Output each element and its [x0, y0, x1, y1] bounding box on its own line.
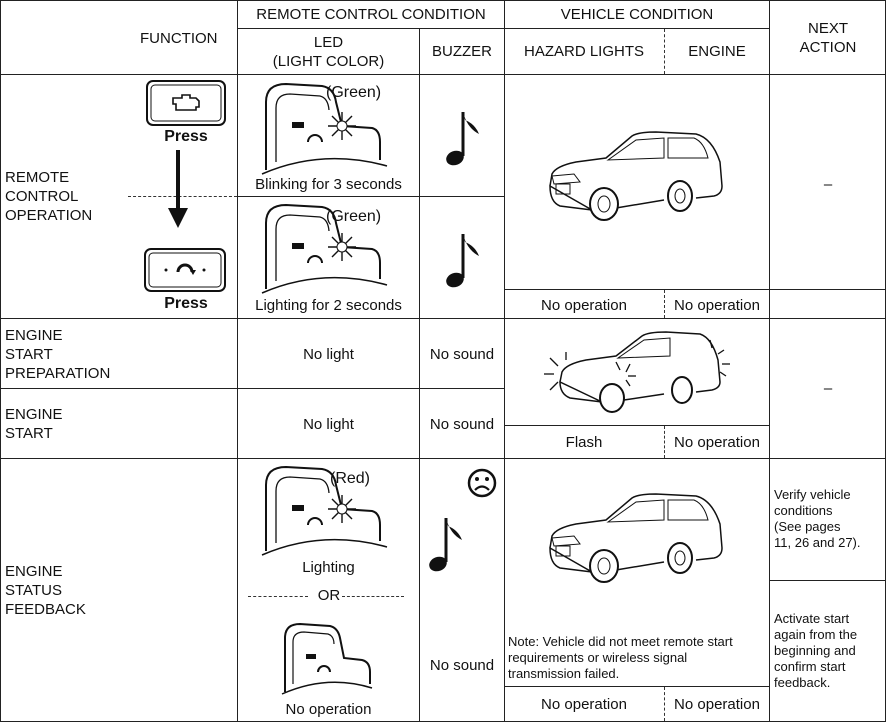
- header-next: NEXT: [807, 20, 848, 37]
- remote-fob-lighting-icon: [261, 203, 388, 294]
- feedback-note-line-2: requirements or wireless signal: [508, 650, 688, 665]
- or-dash-left: [248, 596, 308, 597]
- col-line-buzzer: [504, 0, 505, 722]
- col-line-function: [237, 0, 238, 722]
- start-hazard-engine-divider: [664, 426, 665, 458]
- press-label-1: Press: [164, 128, 208, 145]
- table-border-bottom: [0, 721, 886, 722]
- start-engine-value: No operation: [674, 434, 760, 451]
- led-lighting-text: Lighting for 2 seconds: [255, 297, 402, 314]
- start-hazard-value: Flash: [565, 434, 603, 451]
- remote-vehicle-divider: [504, 289, 886, 290]
- remote-function-divider: [128, 196, 237, 197]
- feedback-next-1-line-3: (See pages: [774, 519, 841, 534]
- header-action: ACTION: [799, 39, 857, 56]
- header-led-color: (LIGHT COLOR): [272, 53, 385, 70]
- car-icon: [549, 131, 723, 221]
- feedback-function-line-1: ENGINE: [5, 563, 63, 580]
- led-color-green-2: (Green): [326, 208, 382, 225]
- feedback-next-2-line-2: again from the: [774, 627, 858, 642]
- feedback-note-line-3: transmission failed.: [508, 666, 620, 681]
- arrow-down-icon: [168, 150, 188, 228]
- car-hazard-flash-icon: [544, 331, 730, 413]
- remote-hazard-engine-divider: [664, 290, 665, 318]
- remote-function-line-1: REMOTE: [5, 169, 70, 186]
- start-buzzer-value: No sound: [429, 416, 495, 433]
- sad-face-icon: [467, 468, 497, 498]
- prep-function-line-1: ENGINE: [5, 327, 63, 344]
- feedback-buzzer-no-sound: No sound: [429, 657, 495, 674]
- row-sep-1: [0, 318, 886, 319]
- led-blinking-text: Blinking for 3 seconds: [255, 176, 402, 193]
- remote-fob-off-icon: [281, 622, 373, 695]
- header-buzzer: BUZZER: [432, 43, 492, 60]
- header-led: LED: [313, 34, 344, 51]
- header-engine: ENGINE: [688, 43, 746, 60]
- engine-button-icon: [146, 80, 226, 126]
- remote-hazard-value: No operation: [541, 297, 627, 314]
- remote-function-line-2: CONTROL: [5, 188, 79, 205]
- feedback-next-1-line-2: conditions: [774, 503, 833, 518]
- music-note-icon: [446, 112, 479, 166]
- feedback-next-2-line-1: Activate start: [774, 611, 850, 626]
- feedback-function-line-2: STATUS: [5, 582, 62, 599]
- col-line-vehicle: [769, 0, 770, 722]
- table-border-left: [0, 0, 1, 722]
- header-subline: [237, 28, 770, 29]
- row-sep-2: [0, 388, 505, 389]
- feedback-hazard-engine-divider: [664, 687, 665, 721]
- prep-led-value: No light: [303, 346, 354, 363]
- feedback-next-2-line-5: feedback.: [774, 675, 831, 690]
- prep-buzzer-value: No sound: [429, 346, 495, 363]
- feedback-function-line-3: FEEDBACK: [5, 601, 86, 618]
- feedback-next-divider: [769, 580, 886, 581]
- feedback-note-line-1: Note: Vehicle did not meet remote start: [508, 634, 733, 649]
- feedback-led-lighting: Lighting: [302, 559, 355, 576]
- start-function-line-2: START: [5, 425, 53, 442]
- prep-function-line-3: PREPARATION: [5, 365, 111, 382]
- led-color-red: (Red): [330, 470, 371, 487]
- col-line-led: [419, 28, 420, 722]
- start-vehicle-divider: [504, 425, 770, 426]
- feedback-led-no-operation: No operation: [285, 701, 372, 718]
- remote-fob-blinking-icon: [261, 82, 388, 175]
- feedback-next-2-line-4: confirm start: [774, 659, 846, 674]
- start-next-action: –: [823, 380, 833, 397]
- start-button-icon: [144, 248, 226, 292]
- start-led-value: No light: [303, 416, 354, 433]
- feedback-vehicle-divider: [504, 686, 770, 687]
- music-note-icon: [446, 234, 479, 288]
- remote-fob-red-icon: [261, 465, 388, 556]
- feedback-hazard-value: No operation: [541, 696, 627, 713]
- feedback-next-1-line-1: Verify vehicle: [774, 487, 851, 502]
- press-label-2: Press: [164, 295, 208, 312]
- prep-function-line-2: START: [5, 346, 53, 363]
- start-function-line-1: ENGINE: [5, 406, 63, 423]
- remote-next-action: –: [823, 176, 833, 193]
- or-dash-right: [342, 596, 404, 597]
- remote-function-line-3: OPERATION: [5, 207, 93, 224]
- music-note-icon: [429, 518, 462, 572]
- remote-led-divider: [237, 196, 505, 197]
- feedback-next-2-line-3: beginning and: [774, 643, 856, 658]
- feedback-engine-value: No operation: [674, 696, 760, 713]
- table-border-top: [0, 0, 886, 1]
- header-function: FUNCTION: [140, 30, 218, 47]
- car-icon: [549, 493, 723, 583]
- led-color-green-1: (Green): [326, 84, 382, 101]
- header-bottom: [0, 74, 886, 75]
- header-hazard-lights: HAZARD LIGHTS: [523, 43, 644, 60]
- remote-engine-value: No operation: [674, 297, 760, 314]
- row-sep-3: [0, 458, 886, 459]
- header-hazard-engine-divider: [664, 29, 665, 74]
- header-remote-control-condition: REMOTE CONTROL CONDITION: [256, 6, 486, 23]
- or-separator: OR: [317, 587, 341, 604]
- header-vehicle-condition: VEHICLE CONDITION: [560, 6, 714, 23]
- feedback-next-1-line-4: 11, 26 and 27).: [774, 535, 861, 550]
